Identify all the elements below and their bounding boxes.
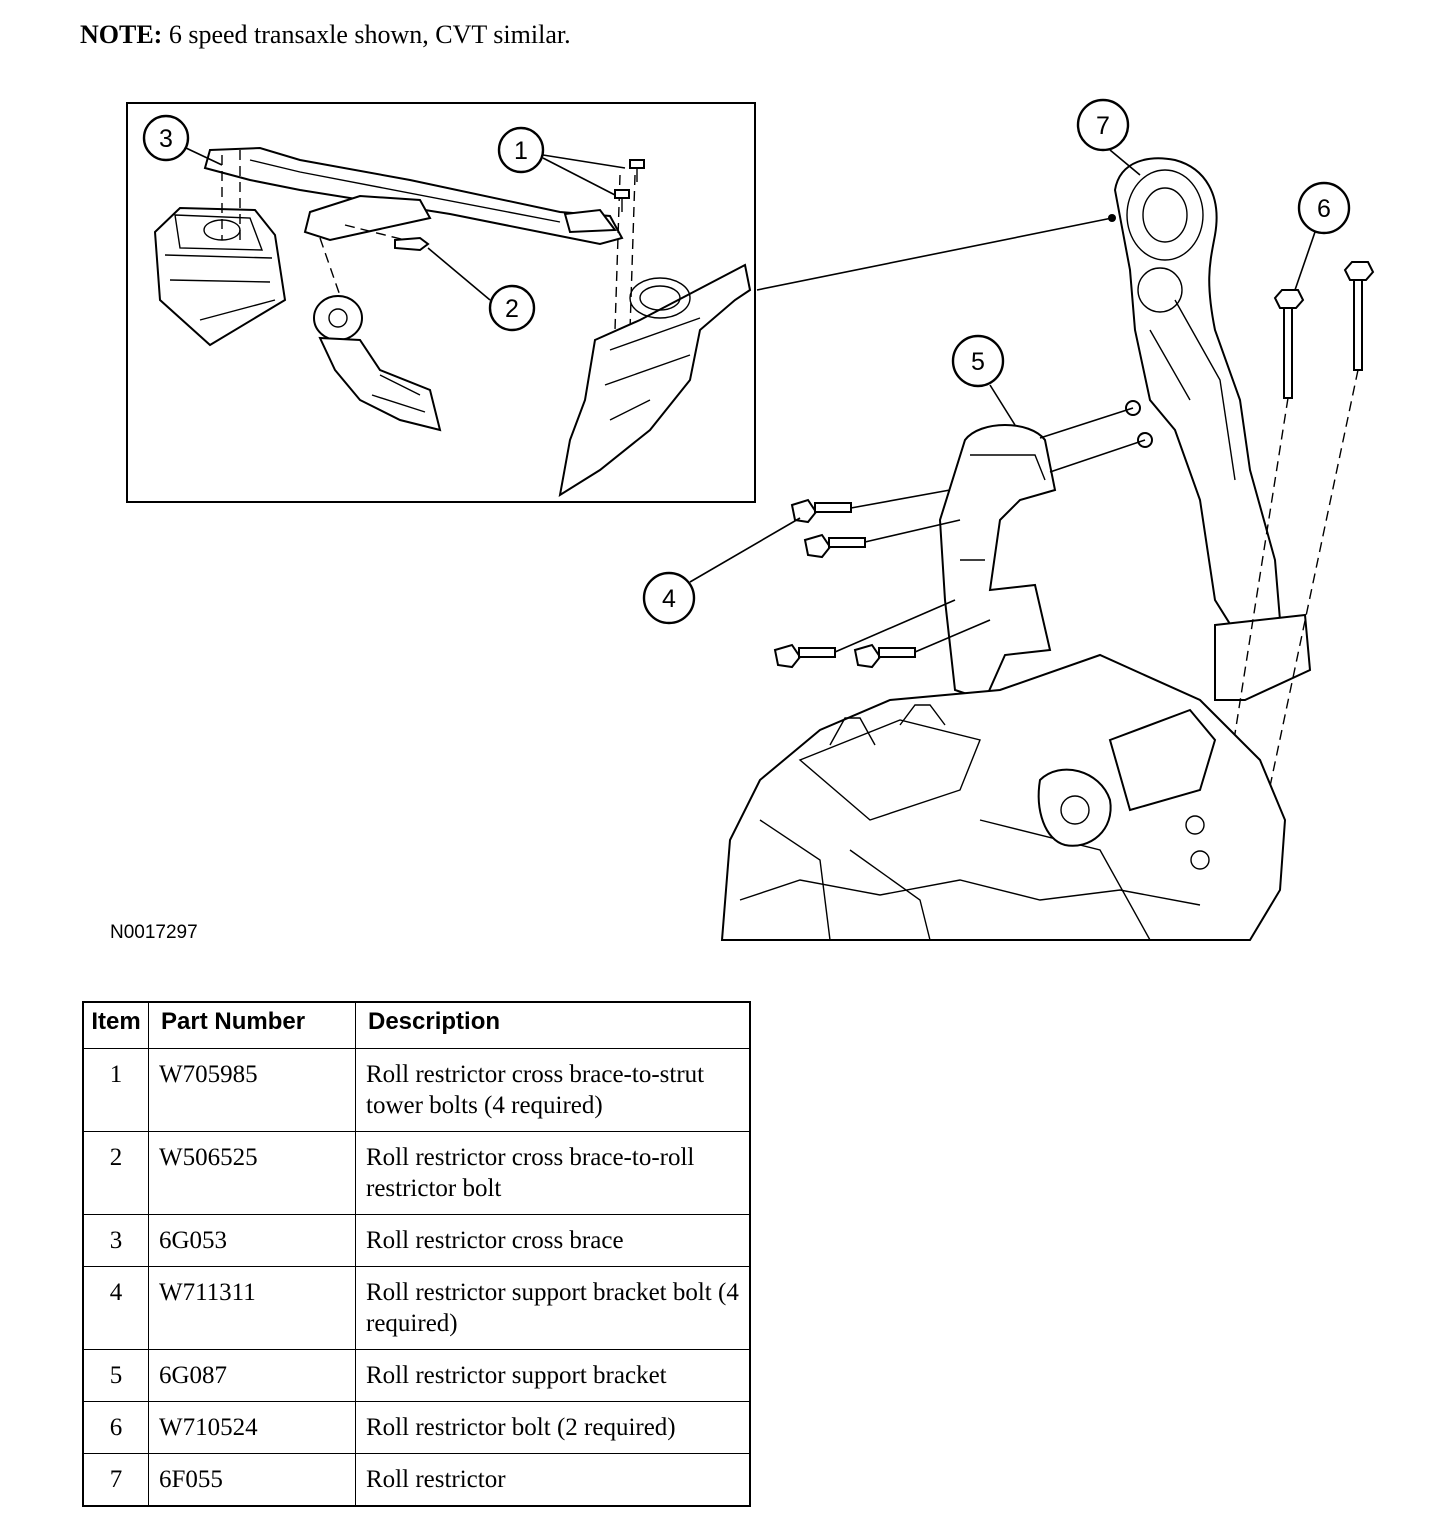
row-description: Roll restrictor bolt (2 required)	[355, 1401, 751, 1454]
callout-4-label: 4	[662, 585, 676, 613]
table-row: 2 W506525 Roll restrictor cross brace-to…	[82, 1131, 751, 1215]
callout-4: 4	[642, 517, 801, 625]
row-part-number: W705985	[148, 1048, 356, 1132]
callout-1: 1	[497, 126, 626, 196]
note: NOTE: 6 speed transaxle shown, CVT simil…	[80, 20, 571, 50]
main-roll-restrictor	[1113, 157, 1282, 642]
inset-frame	[126, 102, 756, 503]
callout-7-label: 7	[1096, 112, 1110, 140]
table-row: 1 W705985 Roll restrictor cross brace-to…	[82, 1048, 751, 1132]
row-part-number: 6G087	[148, 1349, 356, 1402]
row-item: 5	[82, 1349, 149, 1402]
row-description: Roll restrictor cross brace	[355, 1214, 751, 1267]
row-item: 4	[82, 1266, 149, 1350]
inset-leader-line	[756, 217, 1113, 291]
parts-table: Item Part Number Description 1 W705985 R…	[82, 1001, 751, 1507]
table-row: 7 6F055 Roll restrictor	[82, 1453, 751, 1507]
inset-roll-restrictor	[313, 295, 442, 432]
inset-cross-brace	[203, 146, 624, 246]
row-description: Roll restrictor support bracket bolt (4 …	[355, 1266, 751, 1350]
exploded-view-illustration: 1 2 3 4 5 6 7	[126, 98, 1375, 941]
inset-bolt-item-2	[394, 236, 430, 252]
callout-2: 2	[427, 247, 536, 332]
inset-left-strut-tower	[153, 206, 287, 347]
callout-3: 3	[142, 114, 223, 166]
callout-5: 5	[951, 334, 1016, 426]
main-transaxle	[720, 653, 1287, 941]
table-row: 4 W711311 Roll restrictor support bracke…	[82, 1266, 751, 1350]
row-description: Roll restrictor cross brace-to-roll rest…	[355, 1131, 751, 1215]
table-row: 3 6G053 Roll restrictor cross brace	[82, 1214, 751, 1267]
row-item: 2	[82, 1131, 149, 1215]
main-bolts-item-6	[1214, 261, 1375, 861]
row-description: Roll restrictor cross brace-to-strut tow…	[355, 1048, 751, 1132]
row-item: 1	[82, 1048, 149, 1132]
table-row: 5 6G087 Roll restrictor support bracket	[82, 1349, 751, 1402]
row-description: Roll restrictor support bracket	[355, 1349, 751, 1402]
row-part-number: W710524	[148, 1401, 356, 1454]
row-part-number: 6F055	[148, 1453, 356, 1507]
inset-right-strut-tower	[558, 263, 752, 498]
row-description: Roll restrictor	[355, 1453, 751, 1507]
row-item: 7	[82, 1453, 149, 1507]
header-description: Description	[355, 1001, 751, 1049]
callout-3-label: 3	[159, 125, 173, 153]
callout-1-label: 1	[514, 137, 528, 165]
header-part-number: Part Number	[148, 1001, 356, 1049]
note-label: NOTE:	[80, 20, 163, 49]
note-text: 6 speed transaxle shown, CVT similar.	[168, 20, 571, 49]
table-header-row: Item Part Number Description	[82, 1001, 751, 1049]
inset-bolts-item-1	[614, 159, 645, 212]
callout-6-label: 6	[1317, 195, 1331, 223]
figure-reference-id: N0017297	[110, 922, 198, 943]
row-item: 3	[82, 1214, 149, 1267]
callout-2-label: 2	[505, 295, 519, 323]
table-row: 6 W710524 Roll restrictor bolt (2 requir…	[82, 1401, 751, 1454]
main-bolts-item-4	[773, 489, 991, 669]
callout-5-label: 5	[971, 348, 985, 376]
row-part-number: 6G053	[148, 1214, 356, 1267]
header-item: Item	[82, 1001, 149, 1049]
row-part-number: W506525	[148, 1131, 356, 1215]
callout-6: 6	[1294, 181, 1351, 291]
callout-7: 7	[1076, 98, 1141, 176]
row-item: 6	[82, 1401, 149, 1454]
row-part-number: W711311	[148, 1266, 356, 1350]
